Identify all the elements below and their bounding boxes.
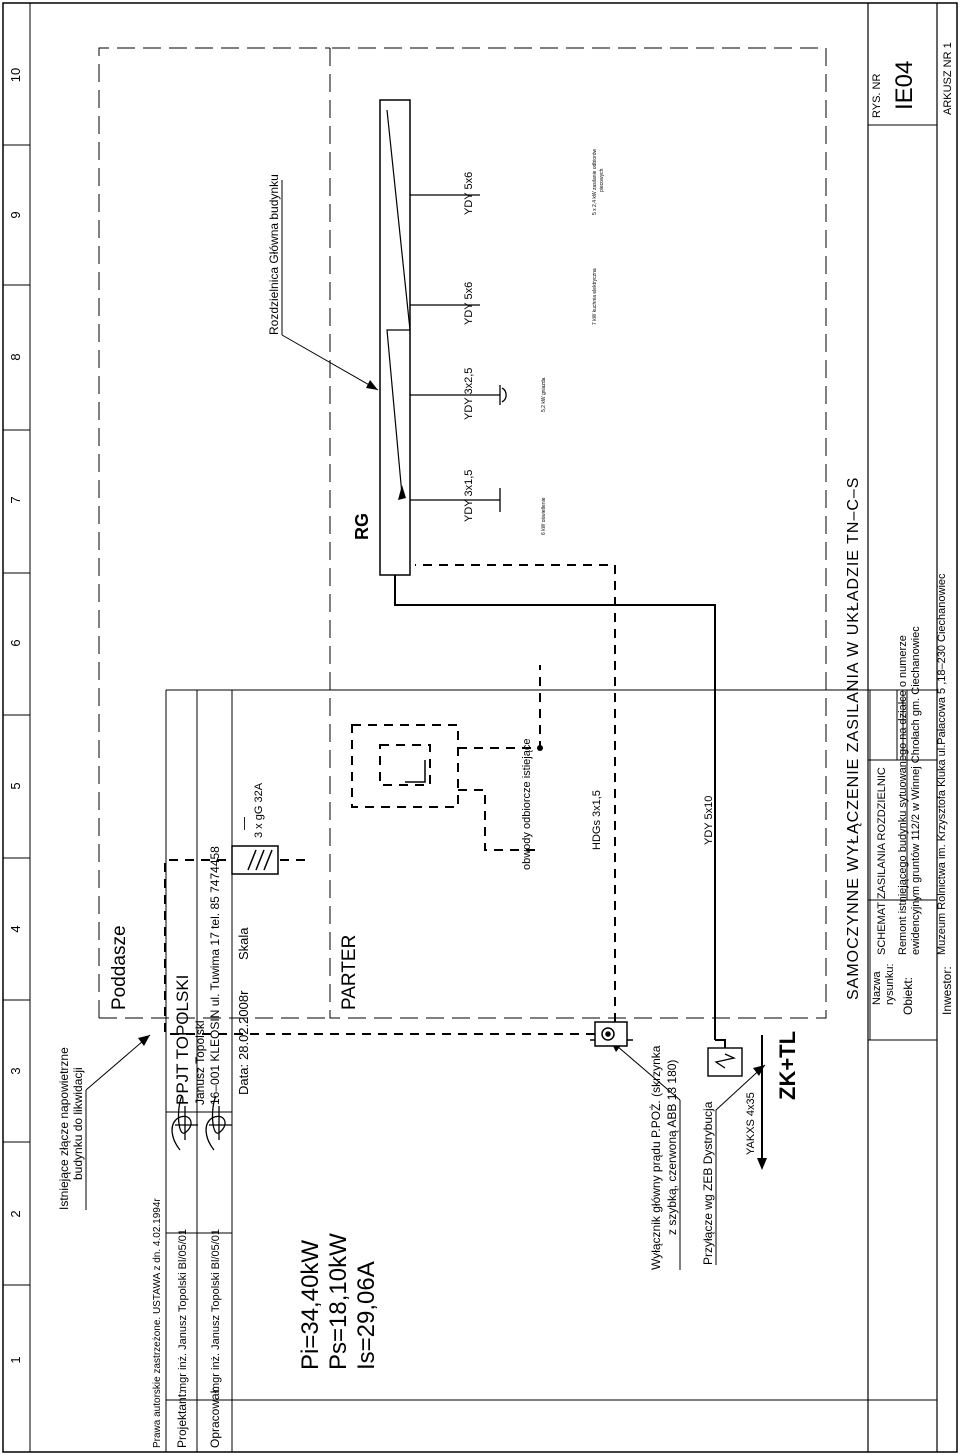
circuit-1-cable: YDY 3x1,5	[463, 470, 475, 522]
rg-description-label: Rozdzielnica Główna budynku	[267, 174, 281, 335]
supply-cable: YAKXS 4x35	[745, 1035, 767, 1170]
company-name: PPJT TOPOLSKI	[173, 975, 192, 1105]
connection-label: Przyłącze wg ZEB Dystrybucja	[701, 1101, 715, 1265]
prepared-value: mgr inż. Janusz Topolski Bl/05/01	[210, 1229, 222, 1392]
hdgs-cable-label: HDGs 3x1,5	[591, 790, 603, 850]
sheet-number: ARKUSZ NR 1	[942, 42, 954, 115]
existing-connection-line2: budynku do likwidacji	[71, 1067, 85, 1180]
existing-connection-note: Istniejące złącze napowietrzne budynku d…	[57, 1034, 151, 1210]
zone-number-4: 4	[8, 925, 23, 932]
receiver-symbol	[405, 760, 426, 783]
supply-cable-label: YAKXS 4x35	[745, 1092, 757, 1155]
circuit-3-cable: YDY 5x6	[463, 282, 475, 325]
zone-number-3: 3	[8, 1067, 23, 1074]
designer-signature	[171, 1095, 198, 1151]
drawing-name-value: SCHEMAT ZASILANIA ROZDZIELNIC	[876, 767, 888, 955]
prepared-label: Opracował:	[208, 1387, 222, 1448]
existing-receivers-label: obwody odbiorcze istiejące	[521, 739, 533, 870]
object-label: Obiekt:	[901, 977, 915, 1015]
existing-connection-line1: Istniejące złącze napowietrzne	[57, 1047, 71, 1210]
zk-box: ZK+TL	[707, 1031, 800, 1100]
zone-number-10: 10	[8, 68, 23, 82]
zk-box-label: ZK+TL	[775, 1031, 800, 1100]
preparer-signature	[205, 1095, 232, 1151]
zone-strip: 10 9 8 7 6 5 4 3 2 1	[3, 3, 31, 1452]
power-installed: Pi=34,40kW	[297, 1240, 324, 1370]
rg-board: RG	[352, 99, 411, 576]
scale-label: Skala	[236, 927, 251, 960]
circuit-4-load-line2: piecowych	[599, 168, 605, 192]
designer-value: mgr inż. Janusz Topolski Bl/05/01	[177, 1229, 189, 1392]
zone-number-8: 8	[8, 353, 23, 360]
power-demand: Ps=18,10kW	[325, 1233, 352, 1370]
circuit-2-cable: YDY 3x2,5	[463, 368, 475, 420]
zone-number-1: 1	[8, 1356, 23, 1363]
circuit-4-cable: YDY 5x6	[463, 172, 475, 215]
ground-floor-label: PARTER	[339, 935, 360, 1010]
circuit-kitchen: YDY 5x6 7 kW kuchnia elektryczna	[410, 268, 598, 325]
connection-note: Przyłącze wg ZEB Dystrybucja	[701, 1064, 766, 1265]
current-demand: Is=29,06A	[353, 1261, 380, 1370]
zone-number-7: 7	[8, 496, 23, 503]
circuit-2-load: 5,2 kW gniazda	[541, 377, 547, 412]
main-switch-line2: z szybką, czerwoną ABB 13 180)	[665, 1060, 679, 1235]
drawing-name-label-1: Nazwa	[871, 970, 883, 1005]
investor-value: Muzeum Rolnictwa im. Krzysztofa Kluka ul…	[936, 573, 948, 955]
fuse-rating-label: 3 x gG 32A	[253, 782, 265, 838]
zone-number-2: 2	[8, 1210, 23, 1217]
drawing-no-label: RYS. NR	[871, 74, 883, 118]
zone-number-5: 5	[8, 782, 23, 789]
scale-value: —	[236, 817, 251, 830]
object-value-line1: Remont istniejącego budynku sytuowanego …	[897, 635, 909, 955]
drawing-no-value: IE04	[891, 61, 918, 110]
circuit-4-load: 5 x 2,4 kW zasilanie odbiorów	[592, 148, 598, 215]
main-cable-label: YDY 5x10	[703, 796, 715, 845]
zone-number-9: 9	[8, 211, 23, 218]
title-block: Prawa autorskie zastrzeżone. USTAWA z dn…	[152, 3, 954, 1452]
main-switch-note: Wyłącznik główny prądu P.POŻ. (skrzynka …	[609, 1039, 681, 1270]
rg-description-note: Rozdzielnica Główna budynku	[267, 174, 379, 391]
circuit-3-load: 7 kW kuchnia elektryczna	[592, 268, 598, 325]
date-label: Data:	[236, 1064, 251, 1095]
circuit-lighting: YDY 3x1,5 6 kW oświetlenie	[410, 470, 547, 535]
date-value: 28.02.2008r	[236, 990, 251, 1060]
attic-zone	[98, 47, 330, 1019]
zone-number-6: 6	[8, 639, 23, 646]
company-address: 16–001 KLEOSIN ul. Tuwima 17 tel. 85 747…	[208, 846, 222, 1105]
system-title: SAMOCZYNNE WYŁĄCZENIE ZASILANIA W UKŁADZ…	[845, 477, 862, 1000]
receiver-node	[537, 745, 543, 751]
fire-switch	[590, 1021, 633, 1047]
existing-receivers-block	[351, 665, 541, 851]
circuit-stoves: YDY 5x6 5 x 2,4 kW zasilanie odbiorów pi…	[410, 148, 605, 215]
main-switch-line1: Wyłącznik główny prądu P.POŻ. (skrzynka	[649, 1045, 663, 1270]
circuit-1-load: 6 kW oświetlenie	[541, 497, 547, 535]
ground-floor-zone	[329, 47, 827, 1019]
rg-label: RG	[352, 513, 372, 540]
main-feeder: YDY 5x10	[394, 575, 726, 1048]
company-person: Janusz Topolski	[193, 1021, 207, 1106]
attic-fuse	[231, 845, 279, 875]
circuit-sockets: YDY 3x2,5 5,2 kW gniazda	[410, 368, 547, 420]
designer-label: Projektant:	[175, 1391, 189, 1448]
hdgs-line	[164, 564, 616, 1035]
investor-label: Inwestor:	[940, 966, 954, 1015]
attic-label: Poddasze	[109, 925, 130, 1010]
object-value-line2: ewidencyjnym gruntów 112/2 w Winnej Chro…	[910, 626, 922, 955]
copyright-note: Prawa autorskie zastrzeżone. USTAWA z dn…	[152, 1198, 163, 1448]
drawing-name-label-2: rysunku:	[884, 963, 896, 1005]
